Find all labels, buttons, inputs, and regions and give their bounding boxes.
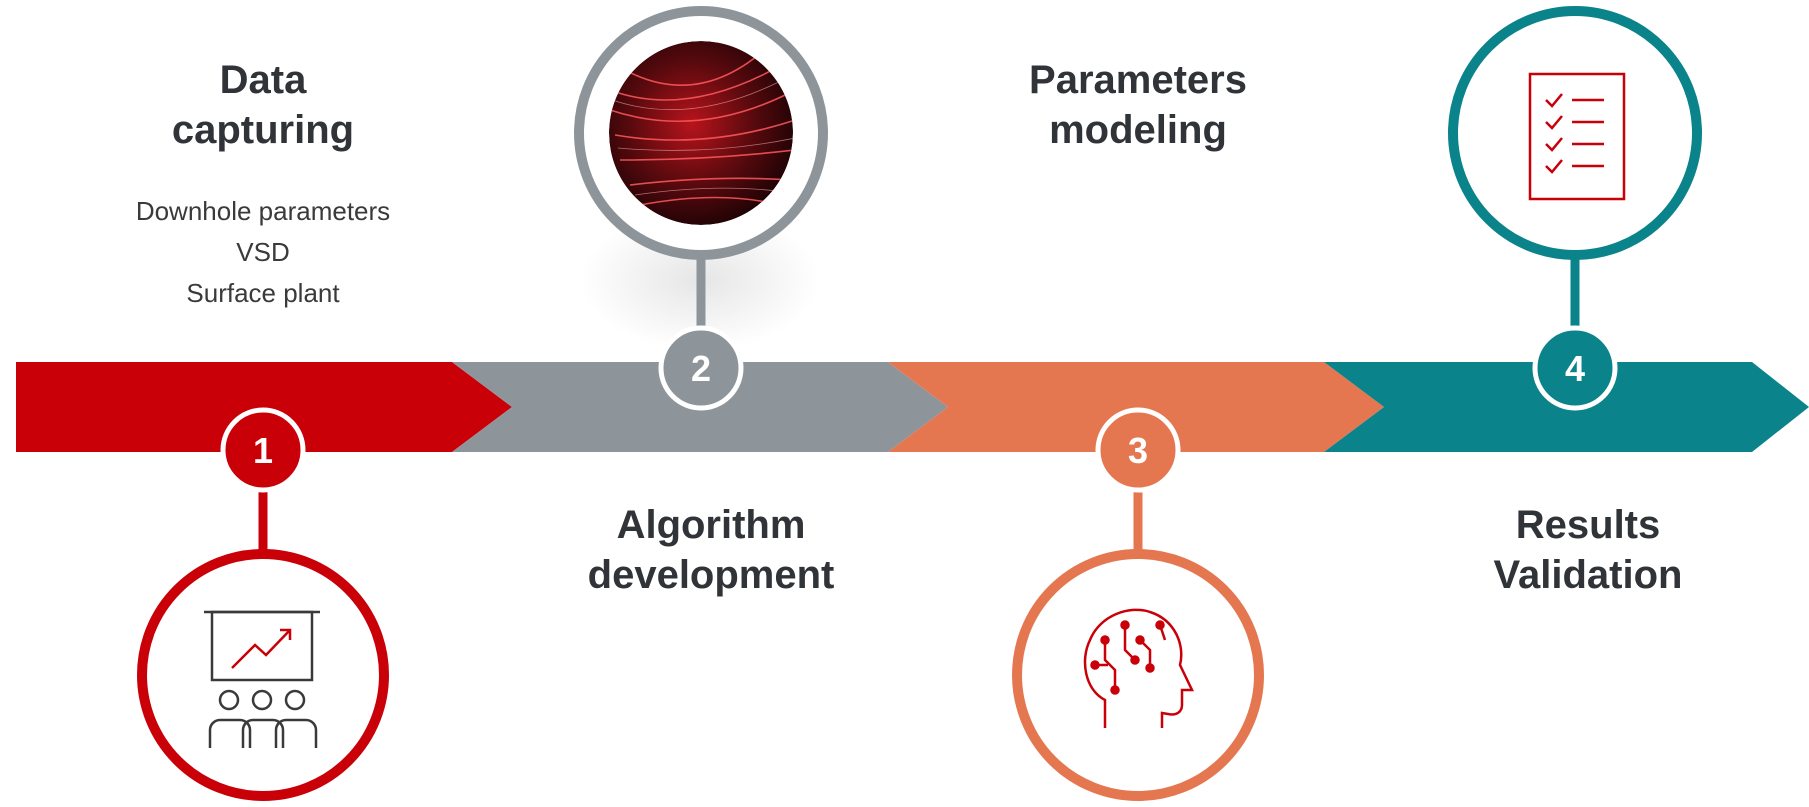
arrow-segment-3 [888,362,1384,452]
step-3-number: 3 [1128,430,1148,471]
step-4-title-line2: Validation [1493,553,1683,597]
presentation-chart-icon [204,610,320,748]
step-4-title-line1: Results [1515,503,1661,547]
step-1-details: Downhole parameters VSD Surface plant [73,191,453,314]
step-1-detail: Downhole parameters [135,196,391,226]
step-3-badge [1095,407,1181,493]
step-2-number: 2 [691,348,711,389]
step-2-title: Algorithm development [531,500,891,600]
step-2-title-line2: development [587,553,835,597]
step-1: 1 [137,407,389,801]
step-1-number: 1 [253,430,273,471]
step-1-title: Data capturing [113,55,413,155]
ai-brain-icon [1083,608,1194,728]
step-4-number: 4 [1565,348,1585,389]
step-1-title-line2: capturing [171,108,355,152]
step-2: 2 [574,6,828,411]
step-1-detail: Surface plant [186,278,340,308]
step-4-title: Results Validation [1438,500,1738,600]
arrow-segment-1 [16,362,512,452]
step-3-ring [1012,549,1264,801]
step-1-detail: VSD [236,237,290,267]
step-3-title-line1: Parameters [1029,58,1247,102]
step-3-title-line2: modeling [1049,108,1227,152]
step-4-ring [1448,6,1702,260]
step-4: 4 [1448,6,1702,411]
digital-data-image [609,41,793,225]
step-2-title-line1: Algorithm [616,503,806,547]
step-3-title: Parameters modeling [978,55,1298,155]
step-1-ring [137,549,389,801]
step-1-badge [220,407,306,493]
checklist-icon [1528,72,1626,201]
step-4-badge [1532,325,1618,411]
step-2-badge [658,325,744,411]
step-3: 3 [1012,407,1264,801]
step-1-title-line1: Data [219,58,307,102]
